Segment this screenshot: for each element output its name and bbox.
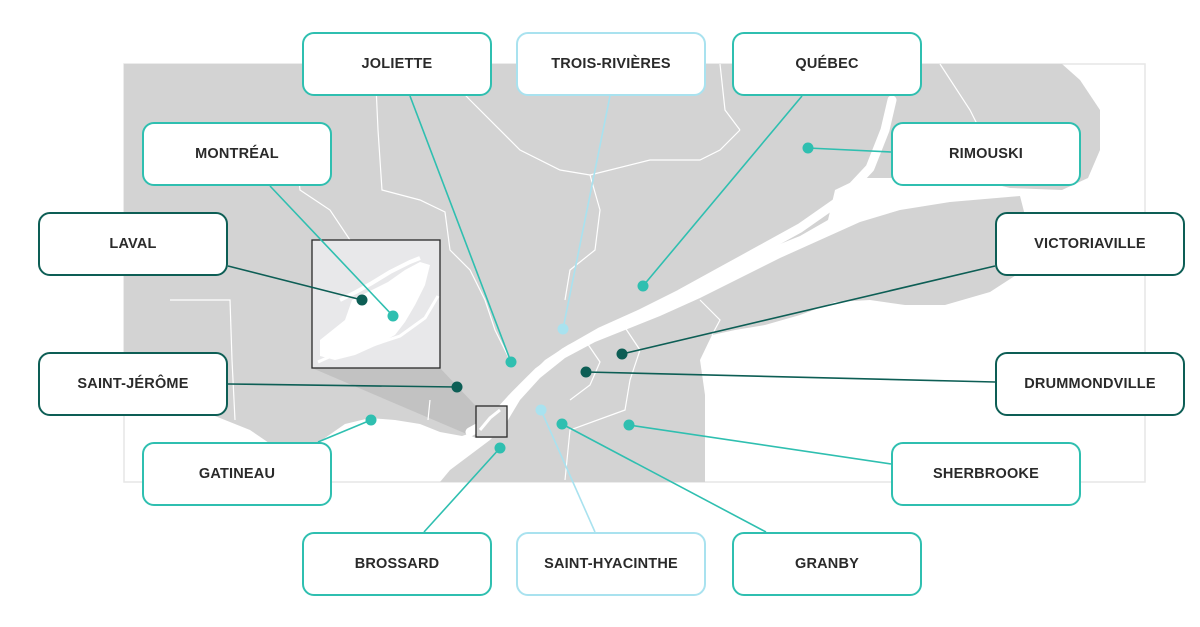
leader-line-montreal [269, 185, 394, 317]
detail-box-river [478, 408, 501, 431]
city-label-sherbrooke[interactable]: SHERBROOKE [891, 442, 1081, 506]
city-label-granby[interactable]: GRANBY [732, 532, 922, 596]
leader-line-laval [227, 265, 363, 301]
city-marker-granby[interactable] [556, 418, 568, 430]
leader-line-rimouski [807, 147, 892, 153]
city-label-saint-jerome[interactable]: SAINT-JÉRÔME [38, 352, 228, 416]
leader-line-quebec [642, 95, 803, 287]
leader-line-trois-rivieres [562, 95, 611, 330]
city-label-montreal[interactable]: MONTRÉAL [142, 122, 332, 186]
city-marker-brossard[interactable] [494, 442, 506, 454]
city-marker-trois-rivieres[interactable] [557, 323, 569, 335]
leader-line-drummondville [585, 371, 996, 383]
south-shore-land [440, 196, 1030, 482]
city-label-trois-rivieres[interactable]: TROIS-RIVIÈRES [516, 32, 706, 96]
city-marker-victoriaville[interactable] [616, 348, 628, 360]
city-marker-sherbrooke[interactable] [623, 419, 635, 431]
city-marker-gatineau[interactable] [365, 414, 377, 426]
city-marker-saint-jerome[interactable] [451, 381, 463, 393]
city-label-saint-hyacinthe[interactable]: SAINT-HYACINTHE [516, 532, 706, 596]
region-borders [170, 63, 991, 481]
city-label-brossard[interactable]: BROSSARD [302, 532, 492, 596]
saint-lawrence-river [465, 95, 897, 437]
city-marker-montreal[interactable] [387, 310, 399, 322]
leader-line-saint-hyacinthe [540, 409, 596, 533]
city-label-gatineau[interactable]: GATINEAU [142, 442, 332, 506]
city-marker-laval[interactable] [356, 294, 368, 306]
city-label-laval[interactable]: LAVAL [38, 212, 228, 276]
city-label-drummondville[interactable]: DRUMMONDVILLE [995, 352, 1185, 416]
leader-line-sherbrooke [628, 424, 892, 465]
city-marker-quebec[interactable] [637, 280, 649, 292]
leader-line-brossard [423, 447, 501, 533]
city-marker-rimouski[interactable] [802, 142, 814, 154]
leader-line-victoriaville [621, 265, 996, 355]
city-markers [356, 142, 814, 454]
city-label-quebec[interactable]: QUÉBEC [732, 32, 922, 96]
leader-line-gatineau [317, 419, 372, 443]
leader-lines [227, 95, 996, 533]
city-marker-drummondville[interactable] [580, 366, 592, 378]
city-label-joliette[interactable]: JOLIETTE [302, 32, 492, 96]
city-marker-saint-hyacinthe[interactable] [535, 404, 547, 416]
city-label-rimouski[interactable]: RIMOUSKI [891, 122, 1081, 186]
city-label-victoriaville[interactable]: VICTORIAVILLE [995, 212, 1185, 276]
city-marker-joliette[interactable] [505, 356, 517, 368]
montreal-inset [311, 239, 441, 369]
leader-line-saint-jerome [227, 383, 458, 388]
detail-box [475, 405, 508, 438]
leader-line-granby [561, 423, 767, 533]
leader-line-joliette [409, 95, 512, 363]
